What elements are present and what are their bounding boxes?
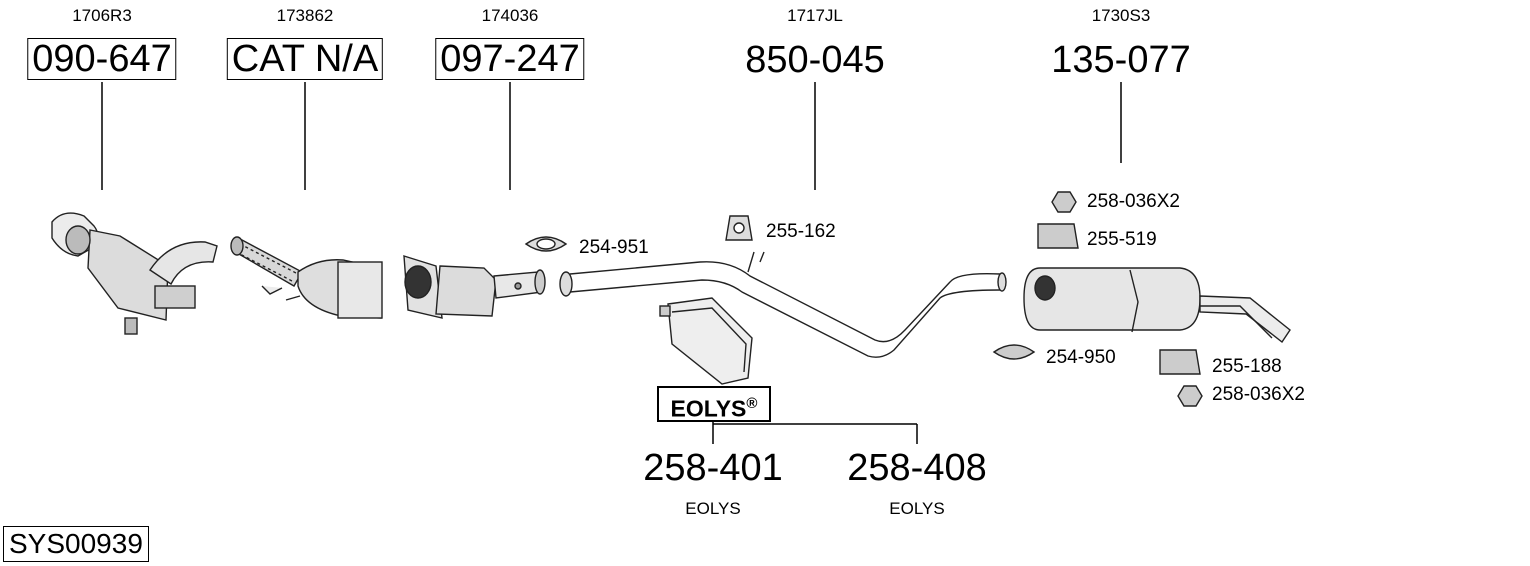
ref-code-3: 174036 <box>481 6 539 25</box>
part-number-2: CAT N/A <box>226 38 384 80</box>
fitting-label-nut-bottom: 258-036X2 <box>1212 384 1305 405</box>
nut-icon <box>1051 191 1077 213</box>
ref-code-4: 1717JL <box>787 6 843 25</box>
hanger-icon <box>1037 223 1079 249</box>
fitting-label-nut-top: 258-036X2 <box>1087 191 1180 212</box>
clamp-icon <box>992 344 1036 360</box>
middle-pipe-icon <box>559 251 1007 358</box>
eolys-sub-label-1: EOLYS <box>685 499 741 518</box>
particulate-filter-icon <box>403 255 546 319</box>
eolys-sub-label-2: EOLYS <box>889 499 945 518</box>
system-id: SYS00939 <box>3 526 149 562</box>
ref-code-2: 173862 <box>276 6 334 25</box>
eolys-badge: EOLYS® <box>657 386 771 422</box>
fitting-label-hanger-bottom: 255-188 <box>1212 356 1282 377</box>
eolys-badge-text: EOLYS <box>670 395 747 422</box>
hanger-icon <box>1159 349 1201 375</box>
part-number-3: 097-247 <box>435 38 585 80</box>
part-number-4: 850-045 <box>745 39 885 81</box>
eolys-tank-icon <box>659 297 753 385</box>
part-number-5: 135-077 <box>1051 39 1191 81</box>
fitting-label-clamp-2: 254-950 <box>1046 347 1116 368</box>
rear-silencer-icon <box>1023 267 1291 344</box>
flex-catalyst-icon <box>230 236 383 319</box>
catalyst-manifold-icon <box>51 212 218 335</box>
nut-icon <box>1177 385 1203 407</box>
fitting-label-clamp-1: 254-951 <box>579 237 649 258</box>
registered-mark: ® <box>746 395 758 412</box>
ref-code-1: 1706R3 <box>72 6 132 25</box>
clamp-icon <box>524 236 568 252</box>
eolys-part-number-1: 258-401 <box>643 447 783 489</box>
hanger-icon <box>725 215 753 241</box>
part-number-1: 090-647 <box>27 38 177 80</box>
fitting-label-hanger-top: 255-519 <box>1087 229 1157 250</box>
ref-code-5: 1730S3 <box>1091 6 1151 25</box>
eolys-part-number-2: 258-408 <box>847 447 987 489</box>
fitting-label-hanger-1: 255-162 <box>766 221 836 242</box>
